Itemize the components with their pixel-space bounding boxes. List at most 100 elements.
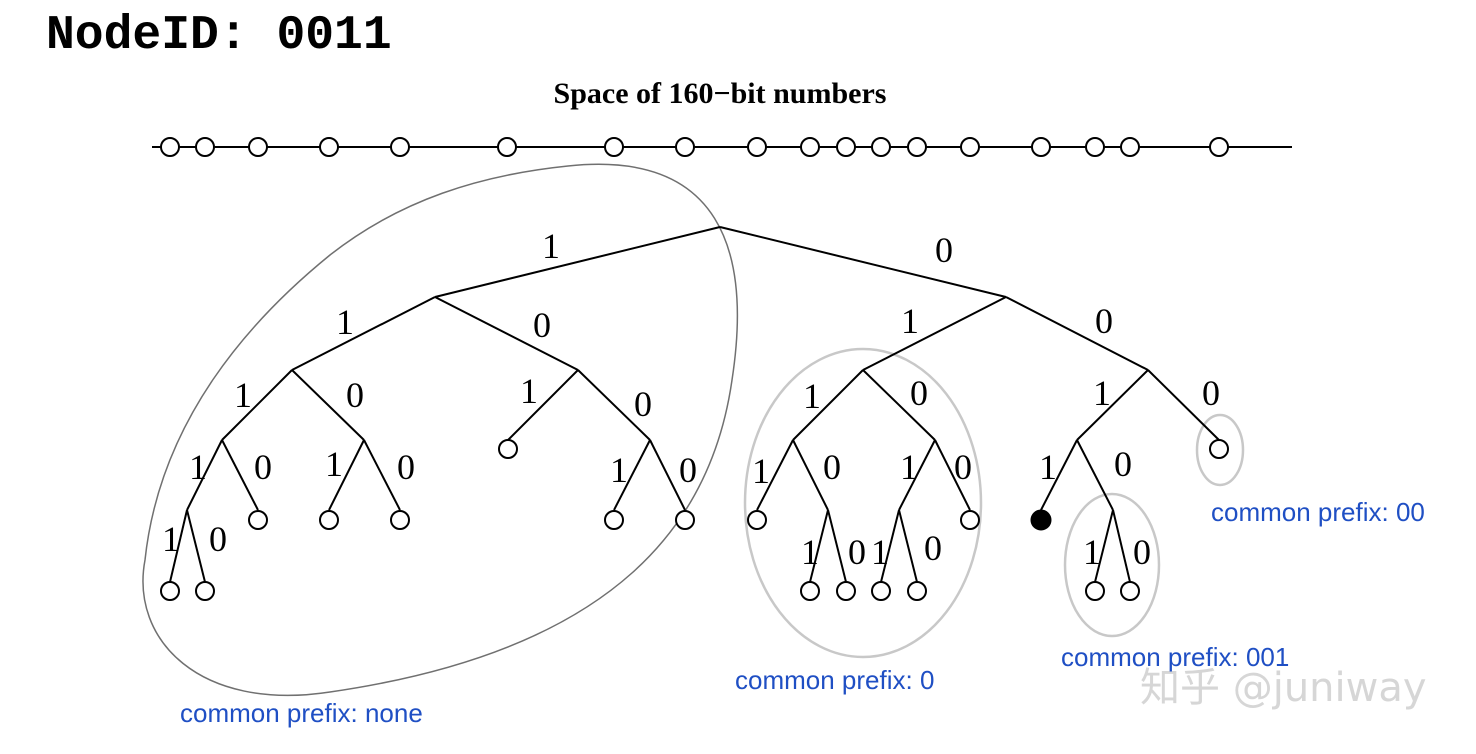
leaf-node	[1209, 439, 1229, 459]
tree-edge	[792, 369, 864, 441]
edge-label: 0	[954, 447, 972, 487]
tree-edge	[221, 439, 259, 511]
number-line-point	[1120, 137, 1140, 157]
number-line-point	[497, 137, 517, 157]
watermark: 知乎 @juniway	[1140, 665, 1427, 711]
leaf-node	[960, 510, 980, 530]
leaf-node	[836, 581, 856, 601]
number-line-point	[319, 137, 339, 157]
edge-label: 0	[1133, 532, 1151, 572]
number-line-point	[747, 137, 767, 157]
tree-edge	[291, 369, 365, 441]
edge-label: 0	[910, 373, 928, 413]
tree-edge	[809, 509, 829, 583]
edge-label: 1	[752, 451, 770, 491]
number-line-point	[800, 137, 820, 157]
prefix-label-001: common prefix: 001	[1061, 642, 1289, 672]
prefix-label-00: common prefix: 00	[1211, 497, 1425, 527]
tree-edge	[186, 439, 223, 511]
leaf-node	[1085, 581, 1105, 601]
number-line	[152, 137, 1292, 157]
tree-edge	[169, 509, 188, 583]
tree-edge	[719, 226, 1007, 298]
group-outlines	[142, 163, 1245, 697]
group-outline-001	[1063, 492, 1161, 638]
edge-label: 0	[679, 450, 697, 490]
number-line-point	[1085, 137, 1105, 157]
tree-edge	[880, 509, 900, 583]
tree-edge	[186, 509, 206, 583]
number-line-point	[836, 137, 856, 157]
tree-edge	[507, 369, 579, 441]
tree-edge	[363, 439, 401, 511]
leaf-node	[675, 510, 695, 530]
tree-edge	[613, 439, 651, 511]
group-labels: common prefix: none common prefix: 0 com…	[180, 497, 1425, 728]
edge-label: 1	[325, 444, 343, 484]
edge-label: 0	[848, 532, 866, 572]
tree-edge	[577, 369, 651, 441]
prefix-label-none: common prefix: none	[180, 698, 423, 728]
edge-label: 1	[1083, 532, 1101, 572]
edge-label: 0	[924, 528, 942, 568]
edge-label: 1	[801, 532, 819, 572]
edge-label: 1	[336, 302, 354, 342]
number-line-point	[907, 137, 927, 157]
edge-label: 1	[901, 301, 919, 341]
edge-label: 1	[520, 371, 538, 411]
tree-edge	[1005, 296, 1149, 371]
leaf-node	[248, 510, 268, 530]
edge-label: 1	[542, 226, 560, 266]
own-node-marker	[1030, 509, 1052, 531]
leaf-node	[747, 510, 767, 530]
tree-edge	[862, 296, 1007, 371]
tree-edge	[291, 296, 436, 371]
tree-edge	[756, 439, 794, 511]
tree-edge	[649, 439, 686, 511]
edge-label: 0	[209, 519, 227, 559]
leaf-node	[1120, 581, 1140, 601]
leaf-node	[800, 581, 820, 601]
tree-edge	[827, 509, 847, 583]
leaf-node	[498, 439, 518, 459]
edge-labels: 1 0 1 0 1 0 1 0 1 0 1 0 1 0 1 0 1 0 1 0 …	[162, 226, 1220, 572]
tree-edge	[1112, 509, 1131, 583]
tree-edge	[898, 509, 918, 583]
tree-edge	[934, 439, 971, 511]
leaf-node	[195, 581, 215, 601]
tree-edge	[862, 369, 936, 441]
space-title: Space of 160−bit numbers	[554, 77, 887, 110]
tree-edge	[434, 226, 721, 298]
number-line-point	[675, 137, 695, 157]
edge-label: 1	[234, 375, 252, 415]
edge-label: 0	[1202, 373, 1220, 413]
node-id-title: NodeID: 0011	[46, 9, 392, 63]
number-line-point	[195, 137, 215, 157]
tree-edge	[1147, 369, 1220, 441]
edge-label: 0	[1114, 444, 1132, 484]
number-line-point	[1031, 137, 1051, 157]
tree-leaves	[160, 439, 1229, 601]
edge-label: 1	[900, 447, 918, 487]
number-line-point	[390, 137, 410, 157]
group-outline-none	[142, 163, 739, 697]
edge-label: 1	[610, 450, 628, 490]
leaf-node	[871, 581, 891, 601]
edge-label: 1	[1039, 447, 1057, 487]
edge-label: 1	[871, 532, 889, 572]
edge-label: 0	[634, 384, 652, 424]
tree-edge	[1040, 439, 1078, 511]
edge-label: 0	[346, 375, 364, 415]
group-outline-0	[743, 347, 983, 659]
number-line-point	[871, 137, 891, 157]
number-line-point	[160, 137, 180, 157]
edge-label: 1	[162, 519, 180, 559]
tree-edge	[1076, 439, 1114, 511]
edge-label: 1	[189, 447, 207, 487]
number-line-point	[248, 137, 268, 157]
leaf-node	[390, 510, 410, 530]
tree-edge	[898, 439, 936, 511]
number-line-point	[1209, 137, 1229, 157]
leaf-node	[160, 581, 180, 601]
